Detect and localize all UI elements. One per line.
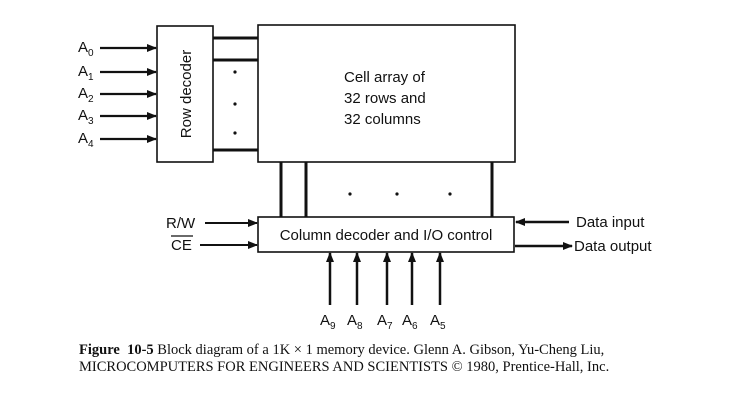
address-base: A [347,312,357,329]
column_address_inputs-label: A6 [402,312,418,332]
ellipsis-dot [233,70,237,74]
ellipsis-dot [233,131,237,135]
ellipsis-dot [233,102,237,106]
address-base: A [78,39,88,56]
column-decoder-label: Column decoder and I/O control [280,227,493,244]
address-subscript: 5 [440,321,446,332]
address-subscript: 6 [412,321,418,332]
caption-text: Block diagram of a 1K × 1 memory device.… [79,342,610,375]
data-lines: Data input Data output [515,214,652,255]
address-base: A [377,312,387,329]
figure-caption: Figure 10-5 Block diagram of a 1K × 1 me… [79,342,679,376]
column_address_inputs-label: A9 [320,312,336,332]
column_address_inputs-label: A5 [430,312,446,332]
row_address_inputs-label: A2 [78,85,94,105]
row-ellipsis [233,70,237,135]
address-base: A [78,130,88,147]
address-subscript: 3 [88,116,94,127]
cell-array-label-line-3: 32 columns [344,111,421,128]
control-inputs: R/W CE [166,215,258,254]
address-subscript: 9 [330,321,336,332]
address-subscript: 8 [357,321,363,332]
address-subscript: 1 [88,72,94,83]
column-ellipsis [348,192,452,196]
row-decoder-label: Row decoder [178,50,195,138]
caption-figure-number: 10-5 [127,342,154,358]
row_address_inputs-label: A3 [78,107,94,127]
caption-figure-label: Figure [79,342,120,358]
address-base: A [320,312,330,329]
address-base: A [78,85,88,102]
ellipsis-dot [448,192,452,196]
cell-array-block [257,24,516,163]
rw-label: R/W [166,215,196,232]
column_address_inputs-label: A8 [347,312,363,332]
data-output-label: Data output [574,238,652,255]
column-select-lines [279,162,494,217]
ellipsis-dot [395,192,399,196]
address-base: A [78,63,88,80]
address-subscript: 0 [88,48,94,59]
cell-array-label-line-1: Cell array of [344,69,426,86]
row_address_inputs-label: A0 [78,39,94,59]
address-subscript: 2 [88,94,94,105]
column_address_inputs-label: A7 [377,312,393,332]
row-select-lines [213,36,258,152]
address-base: A [402,312,412,329]
row_address_inputs-label: A4 [78,130,94,150]
address-subscript: 7 [387,321,393,332]
address-base: A [78,107,88,124]
address-base: A [430,312,440,329]
data-input-label: Data input [576,214,645,231]
cell-array-label-line-2: 32 rows and [344,90,426,107]
ce-label: CE [171,237,192,254]
row_address_inputs-label: A1 [78,63,94,83]
column-decoder-block [257,216,515,253]
address-subscript: 4 [88,139,94,150]
row-decoder-block [156,25,214,163]
ellipsis-dot [348,192,352,196]
